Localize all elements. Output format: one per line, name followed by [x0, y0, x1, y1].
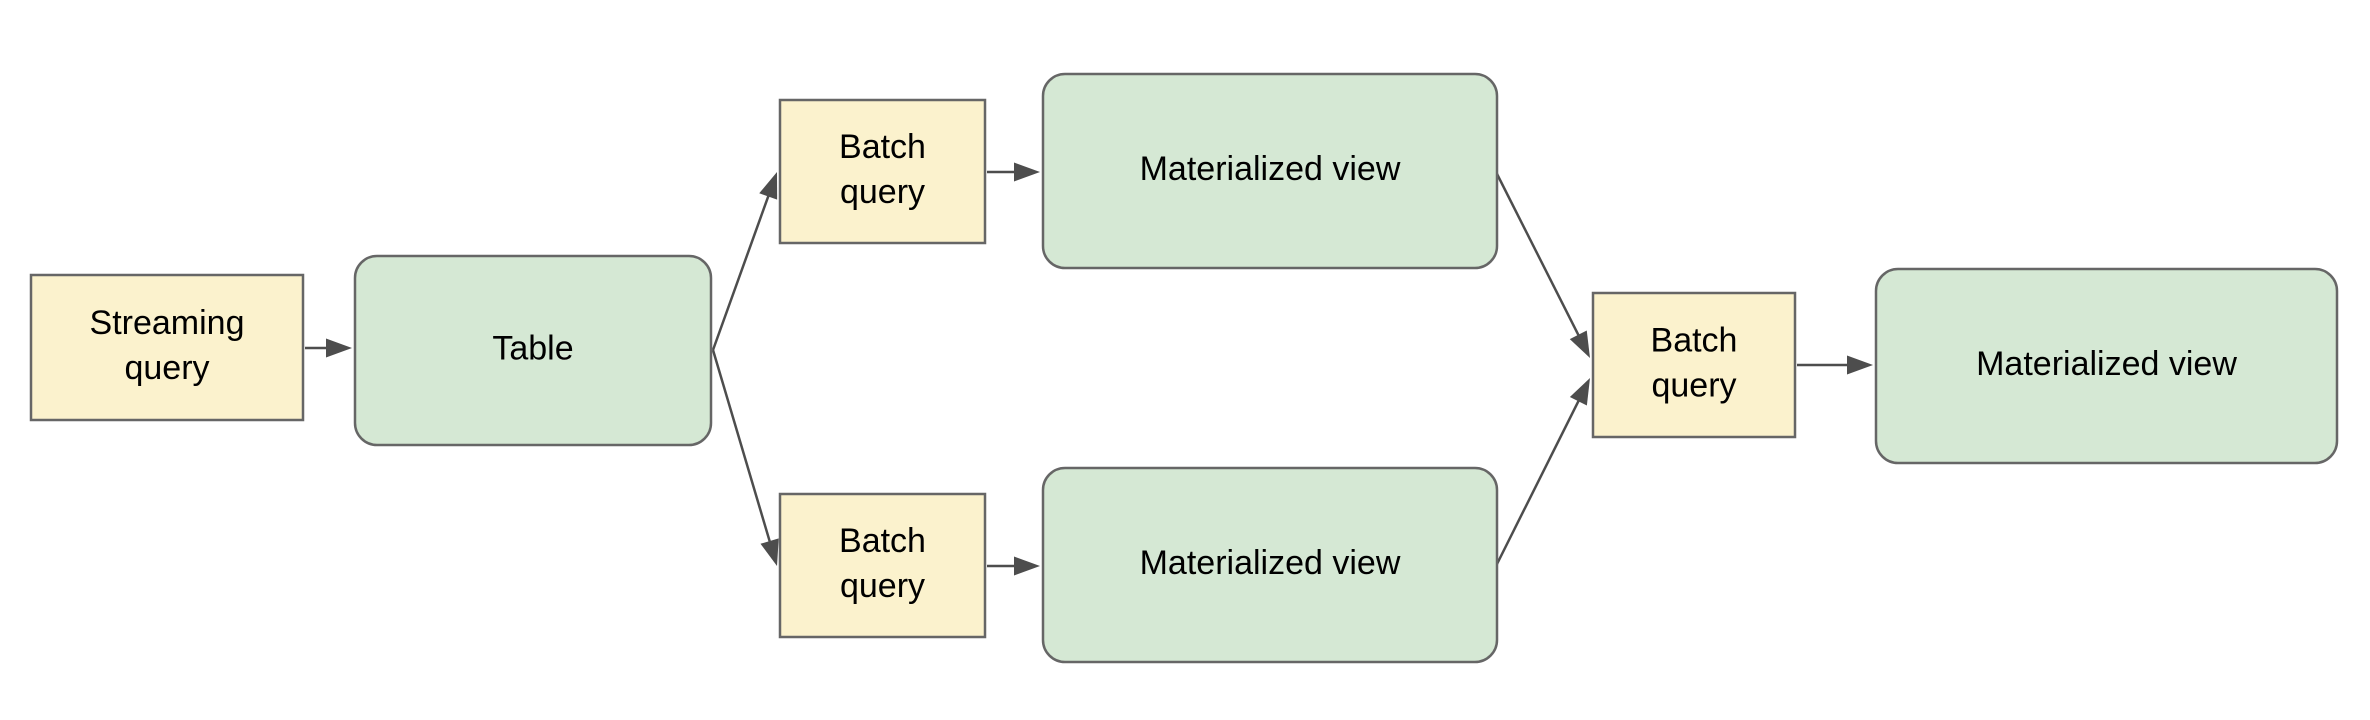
- edge-streaming-query-to-table: [305, 338, 352, 358]
- batch-query-merge-label-line-1: query: [1651, 366, 1736, 404]
- streaming-query-label-line-0: Streaming: [90, 304, 245, 342]
- edge-materialized-view-top-to-batch-query-merge: [1492, 167, 1590, 358]
- edge-line: [711, 193, 771, 351]
- edge-batch-query-merge-to-materialized-view-final: [1797, 355, 1873, 375]
- edge-line: [1492, 398, 1581, 571]
- edge-line: [711, 349, 772, 545]
- arrow-head-icon: [759, 172, 778, 200]
- nodes-layer: StreamingqueryTableBatchqueryMaterialize…: [29, 72, 2339, 664]
- arrow-head-icon: [1014, 162, 1040, 182]
- materialized-view-bottom-label-line-0: Materialized view: [1140, 544, 1401, 582]
- batch-query-bottom-label-line-1: query: [840, 567, 925, 605]
- edge-line: [1492, 167, 1581, 339]
- batch-query-top-label-line-1: query: [840, 173, 925, 211]
- batch-query-top-label-line-0: Batch: [839, 128, 926, 166]
- arrow-head-icon: [1569, 330, 1590, 358]
- arrow-head-icon: [1847, 355, 1873, 375]
- edge-materialized-view-bottom-to-batch-query-merge: [1492, 378, 1590, 571]
- materialized-view-bottom-node[interactable]: Materialized view: [1041, 466, 1499, 664]
- streaming-query-label-line-1: query: [124, 349, 209, 387]
- arrow-head-icon: [1569, 378, 1590, 406]
- arrow-head-icon: [1014, 556, 1040, 576]
- edges-layer: [305, 162, 1873, 576]
- edge-batch-query-top-to-materialized-view-top: [987, 162, 1040, 182]
- table-node[interactable]: Table: [353, 254, 713, 447]
- batch-query-merge-node[interactable]: Batch query: [1591, 291, 1797, 439]
- batch-query-top-shape[interactable]: [778, 98, 987, 245]
- streaming-query-shape[interactable]: [29, 273, 305, 422]
- edge-batch-query-bottom-to-materialized-view-bottom: [987, 556, 1040, 576]
- arrow-head-icon: [760, 538, 779, 566]
- streaming-query-node[interactable]: Streaming query: [29, 273, 305, 422]
- edge-table-to-batch-query-bottom: [711, 349, 779, 566]
- materialized-view-top-node[interactable]: Materialized view: [1041, 72, 1499, 270]
- materialized-view-final-label-line-0: Materialized view: [1976, 345, 2237, 383]
- materialized-view-top-label-line-0: Materialized view: [1140, 150, 1401, 188]
- batch-query-bottom-label-line-0: Batch: [839, 522, 926, 560]
- arrow-head-icon: [326, 338, 352, 358]
- table-label-line-0: Table: [492, 329, 573, 367]
- batch-query-top-node[interactable]: Batch query: [778, 98, 987, 245]
- table-shape[interactable]: [353, 254, 713, 447]
- batch-query-merge-label-line-0: Batch: [1651, 321, 1738, 359]
- materialized-view-bottom-shape[interactable]: [1041, 466, 1499, 664]
- materialized-view-top-shape[interactable]: [1041, 72, 1499, 270]
- materialized-view-final-node[interactable]: Materialized view: [1874, 267, 2339, 465]
- batch-query-bottom-shape[interactable]: [778, 492, 987, 639]
- materialized-view-final-shape[interactable]: [1874, 267, 2339, 465]
- batch-query-merge-shape[interactable]: [1591, 291, 1797, 439]
- edge-table-to-batch-query-top: [711, 172, 778, 351]
- batch-query-bottom-node[interactable]: Batch query: [778, 492, 987, 639]
